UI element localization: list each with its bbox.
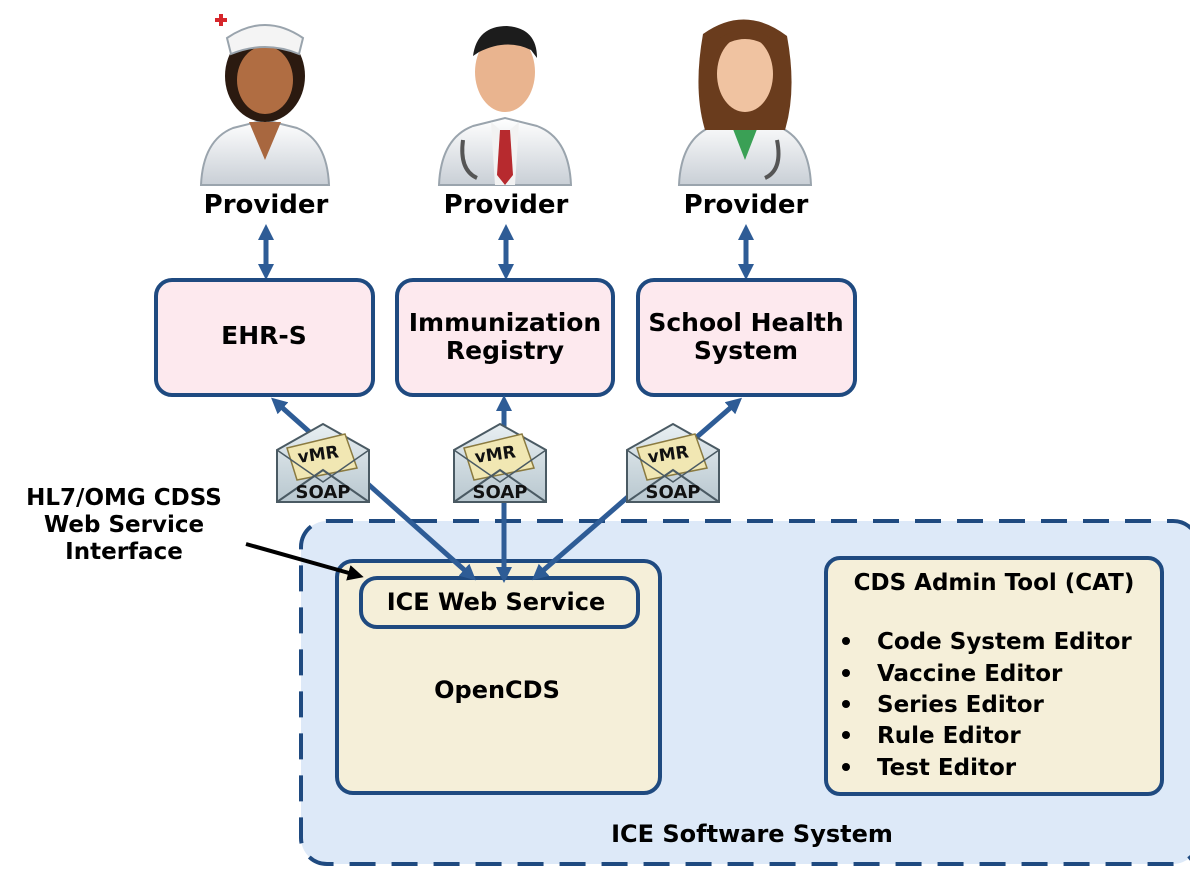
list-bullet (842, 700, 850, 708)
cds-admin-tool-box (824, 556, 1164, 796)
school-health-system-label: School Health (648, 308, 843, 337)
provider-label: Provider (204, 190, 329, 220)
provider-label: Provider (444, 190, 569, 220)
ehr-s-box (154, 278, 375, 397)
list-bullet (842, 731, 850, 739)
svg-text:HL7/OMG CDSS: HL7/OMG CDSS (26, 485, 222, 511)
list-bullet (842, 763, 850, 771)
list-item: Vaccine Editor (877, 661, 1063, 687)
nurse-avatar (199, 14, 331, 186)
list-item: Series Editor (877, 692, 1045, 718)
opencds-label: OpenCDS (434, 676, 560, 704)
provider-label: Provider (684, 190, 809, 220)
svg-text:Web Service: Web Service (44, 512, 204, 538)
list-bullet (842, 637, 850, 645)
list-item: Test Editor (877, 755, 1017, 781)
vmr-soap-envelope: vMR SOAP (626, 422, 720, 503)
ice-software-system-label: ICE Software System (611, 820, 893, 848)
immunization-registry-label: Registry (446, 336, 564, 365)
school-health-system-box (636, 278, 857, 397)
ice-web-service-label: ICE Web Service (387, 588, 606, 616)
list-item: Rule Editor (877, 723, 1021, 749)
svg-text:Interface: Interface (65, 539, 183, 565)
svg-text:SOAP: SOAP (473, 482, 528, 503)
vmr-soap-envelope: vMR SOAP (276, 422, 370, 503)
cds-admin-tool-title: CDS Admin Tool (CAT) (854, 570, 1135, 596)
immunization-registry-label: Immunization (409, 308, 601, 337)
svg-text:SOAP: SOAP (646, 482, 701, 503)
list-bullet (842, 669, 850, 677)
list-item: Code System Editor (877, 629, 1132, 655)
school-health-system-label: System (694, 336, 798, 365)
interface-label: HL7/OMG CDSS Web Service Interface (26, 485, 222, 565)
female-doctor-avatar (677, 19, 813, 186)
male-doctor-avatar (437, 26, 573, 186)
ehr-s-label: EHR-S (221, 321, 307, 350)
vmr-soap-envelope: vMR SOAP (453, 422, 547, 503)
cds-admin-tool-list: Code System Editor Vaccine Editor Series… (842, 629, 1132, 781)
svg-text:SOAP: SOAP (296, 482, 351, 503)
